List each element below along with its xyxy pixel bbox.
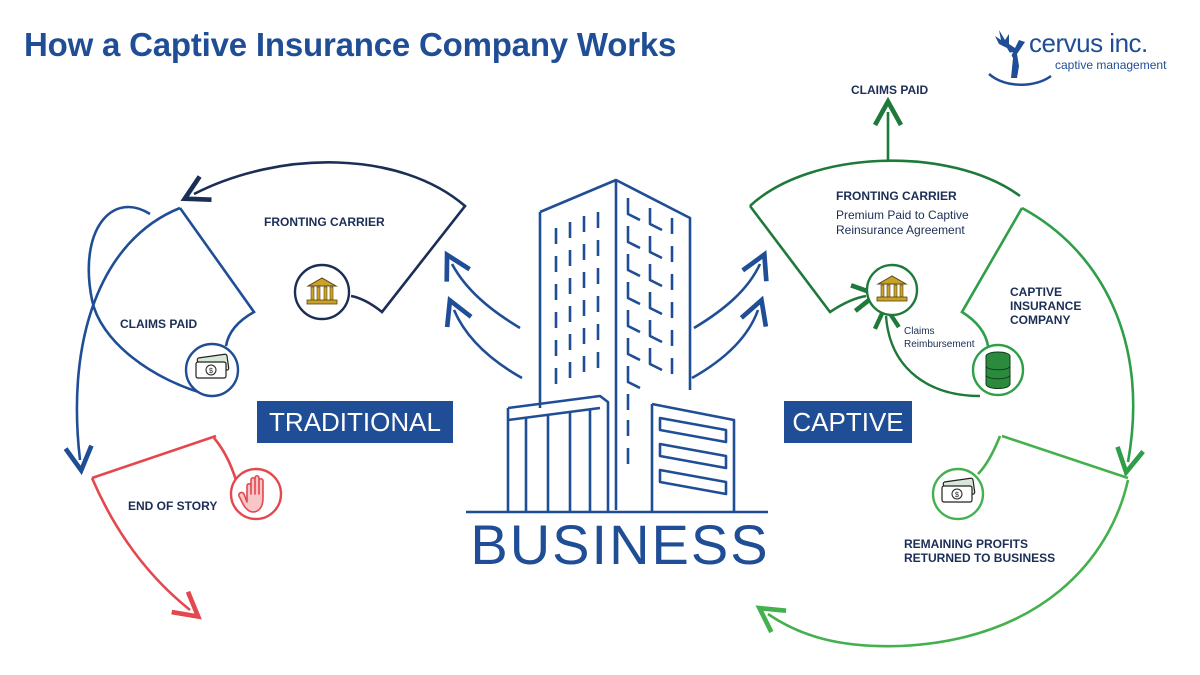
traditional-fronting-label: FRONTING CARRIER — [264, 215, 385, 229]
hand-stop-icon — [229, 467, 283, 521]
traditional-fronting-segment — [180, 161, 467, 314]
traditional-end-segment — [90, 434, 238, 610]
business-label: BUSINESS — [470, 513, 770, 576]
traditional-claims-label: CLAIMS PAID — [120, 317, 198, 331]
company-logo: cervus inc. captive management — [985, 18, 1170, 90]
captive-company-line1: CAPTIVE — [1010, 285, 1063, 299]
page-title: How a Captive Insurance Company Works — [24, 26, 677, 63]
profits-line1: REMAINING PROFITS — [904, 537, 1029, 551]
claims-reimbursement-line1: Claims — [904, 326, 935, 337]
traditional-badge: TRADITIONAL — [257, 401, 453, 443]
svg-text:$: $ — [209, 368, 213, 375]
claims-reimbursement-arrow — [872, 301, 981, 398]
traditional-claims-segment — [77, 205, 256, 460]
database-icon — [971, 343, 1025, 397]
captive-company-line2: INSURANCE — [1010, 299, 1082, 313]
arrow-to-traditional-upper — [444, 250, 521, 330]
deer-logo-icon — [988, 30, 1052, 86]
logo-tagline: captive management — [1055, 58, 1167, 72]
captive-fronting-line2: Reinsurance Agreement — [836, 223, 965, 237]
captive-company-line3: COMPANY — [1010, 313, 1071, 327]
traditional-end-label: END OF STORY — [128, 499, 218, 513]
claims-reimbursement-line2: Reimbursement — [904, 339, 975, 350]
arrow-to-captive-upper — [693, 250, 769, 330]
logo-name: cervus inc. — [1029, 28, 1148, 58]
arrow-to-captive-lower — [691, 295, 769, 380]
bank-icon-captive — [865, 263, 919, 317]
profits-line2: RETURNED TO BUSINESS — [904, 551, 1056, 565]
captive-company-segment — [960, 206, 1133, 462]
captive-fronting-line1: Premium Paid to Captive — [836, 208, 969, 222]
bank-icon — [293, 263, 351, 321]
captive-profits-segment — [768, 435, 1130, 648]
captive-claims-top-label: CLAIMS PAID — [851, 83, 929, 97]
money-icon: $ — [184, 342, 240, 398]
captive-badge: CAPTIVE — [784, 401, 912, 443]
money-icon-captive: $ — [931, 467, 985, 521]
skyscraper-icon — [466, 178, 768, 514]
captive-fronting-label: FRONTING CARRIER — [836, 189, 957, 203]
arrow-to-traditional-lower — [444, 296, 523, 380]
captive-fronting-segment — [748, 159, 1021, 312]
svg-text:$: $ — [955, 492, 959, 499]
